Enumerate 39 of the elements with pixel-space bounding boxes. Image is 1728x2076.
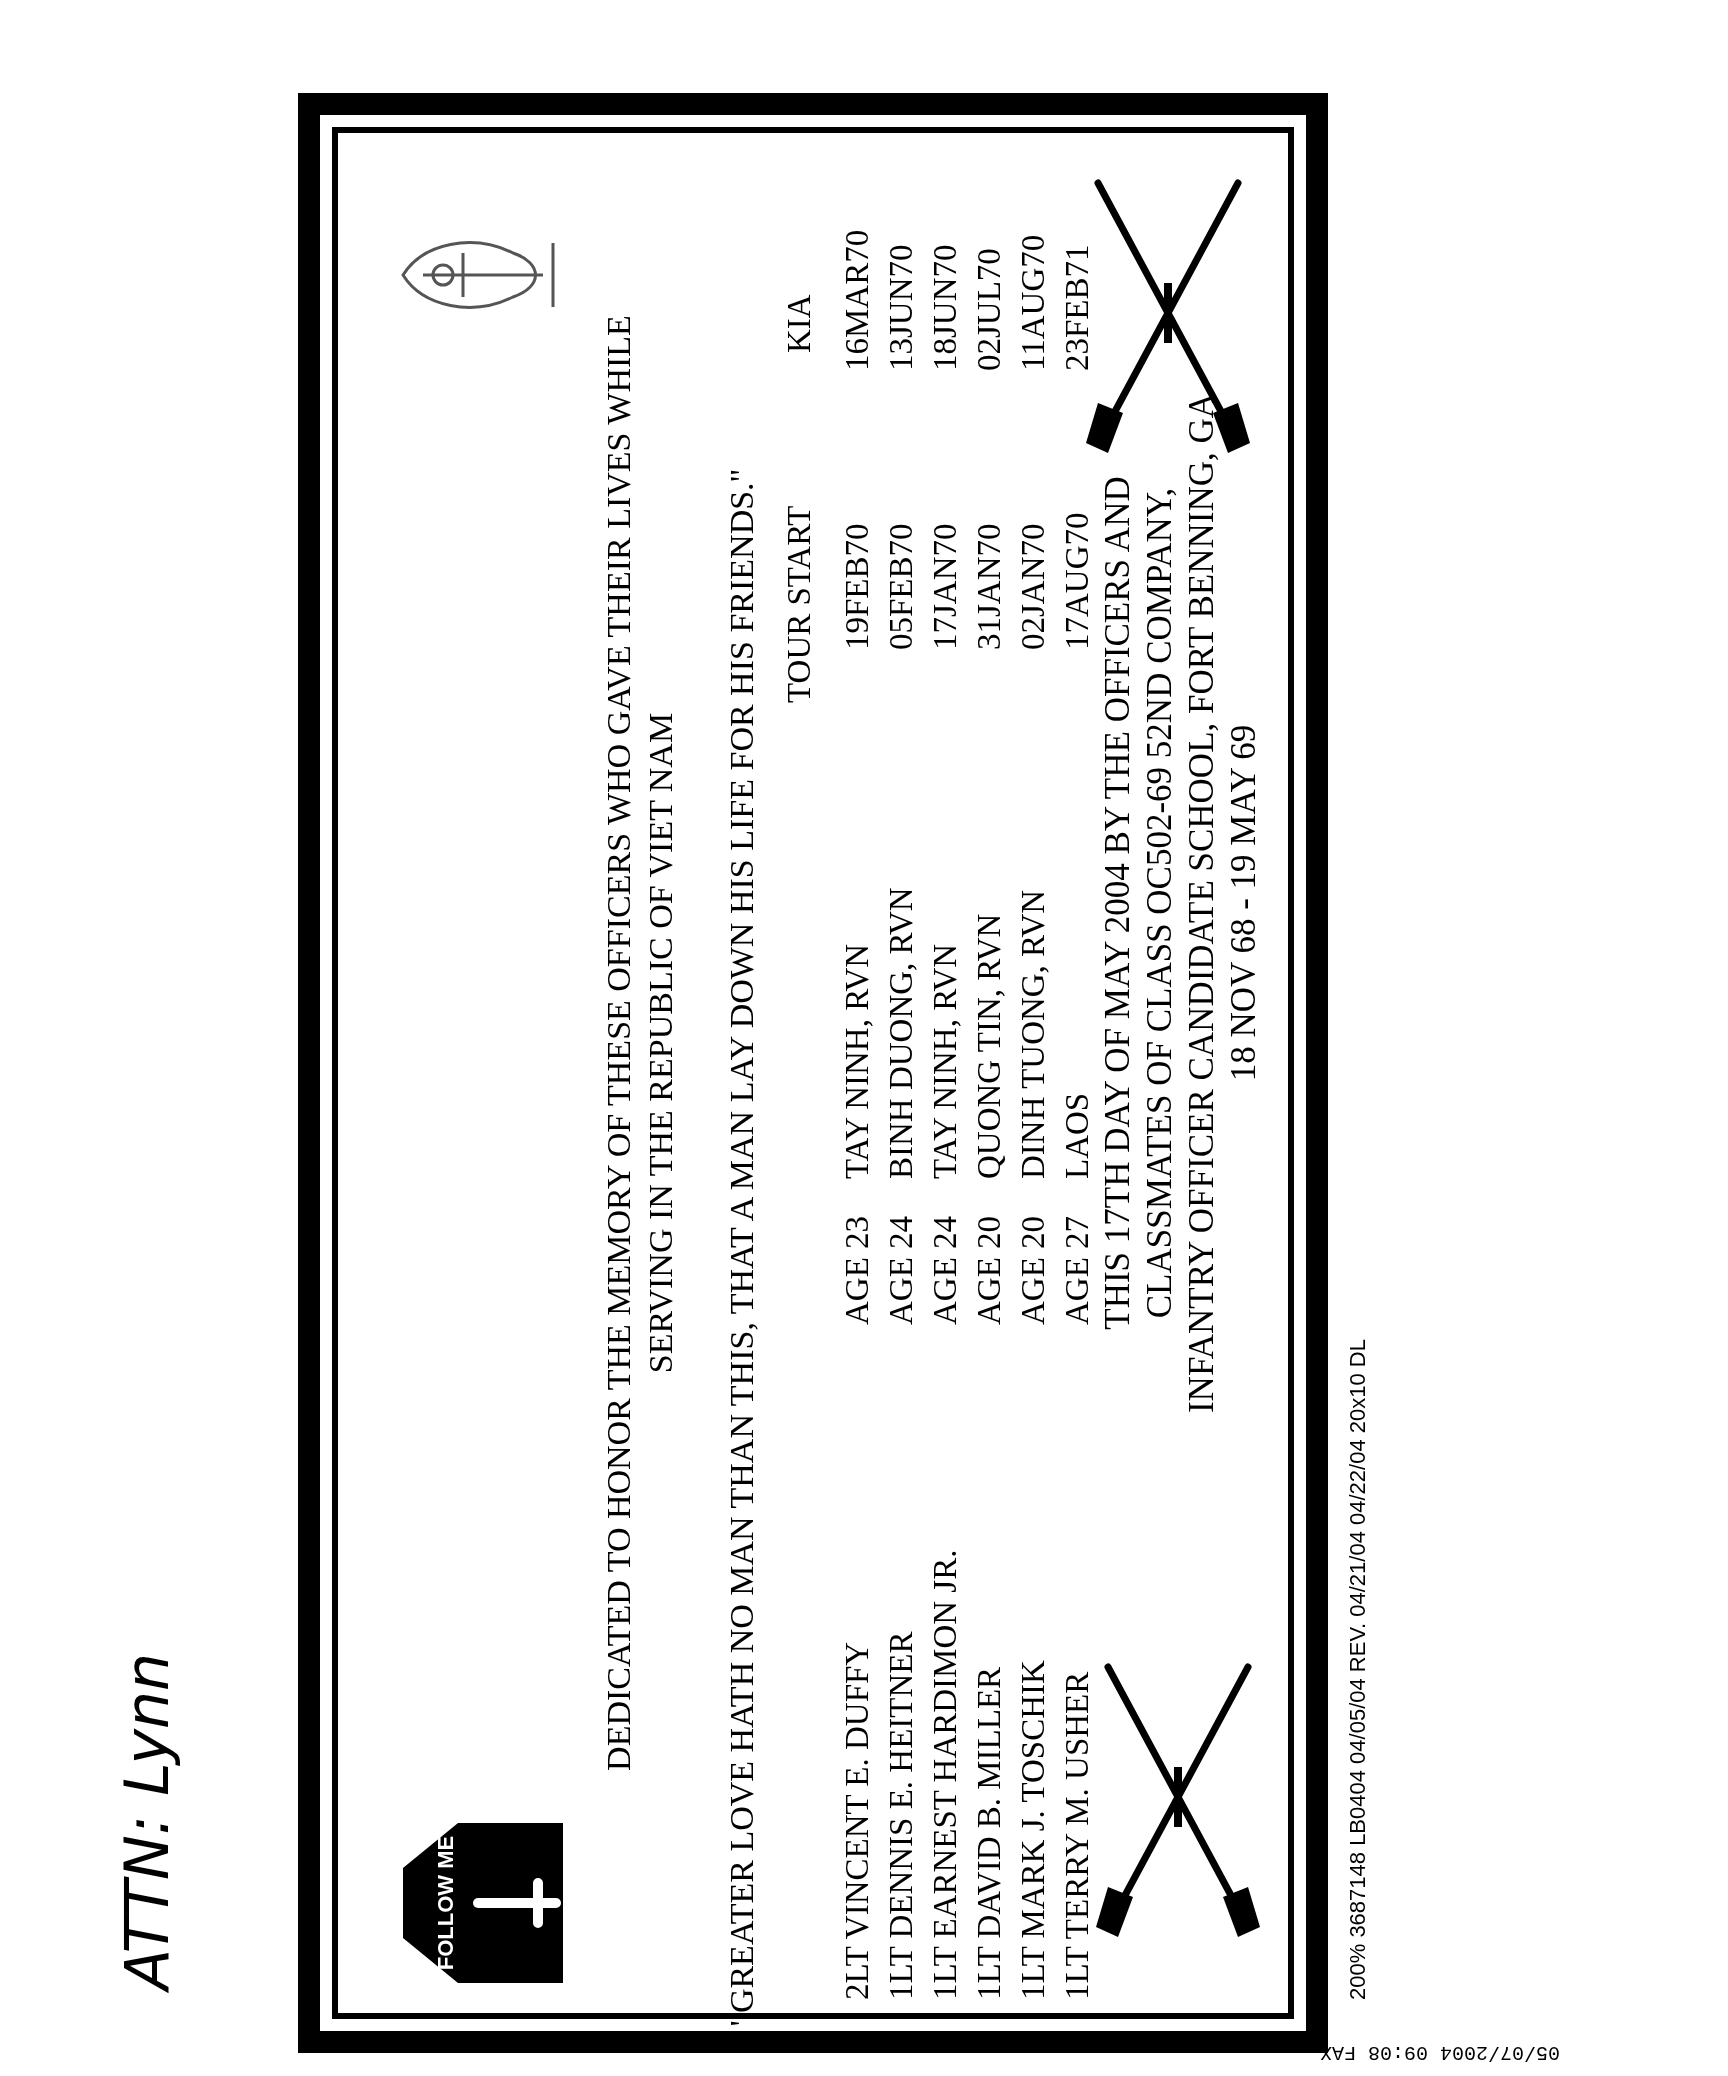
dedication-line: INFANTRY OFFICER CANDIDATE SCHOOL, FORT BENNING, GA — [1182, 391, 1222, 1416]
table-cell: 17AUG70 — [1058, 512, 1096, 650]
dedication-line: CLASSMATES OF CLASS OC502-69 52ND COMPANY, — [1140, 486, 1180, 1321]
dedication-heading: DEDICATED TO HONOR THE MEMORY OF THESE OFFICERS WHO GAVE THEIR LIVES WHILE SERVING IN THE REPUBLIC OF VIET NAM — [599, 314, 680, 1773]
table-cell: 02JAN70 — [1014, 523, 1052, 650]
table-cell: QUONG TIN, RVN — [970, 913, 1008, 1179]
table-cell: AGE 24 — [882, 1215, 920, 1325]
table-cell: 1LT DENNIS E. HEITNER — [882, 1631, 920, 2000]
fax-footer-text: 200% 3687148 LB0404 04/05/04 REV. 04/21/04 04/22/04 20x10 DL — [1345, 1339, 1371, 2000]
table-cell: DINH TUONG, RVN — [1014, 889, 1052, 1179]
table-cell: 2LT VINCENT E. DUFFY — [838, 1641, 876, 2000]
table-cell: 02JUL70 — [970, 248, 1008, 371]
table-cell: 23FEB71 — [1058, 244, 1096, 371]
table-cell: TAY NINH, RVN — [838, 943, 876, 1179]
table-cell: AGE 20 — [970, 1215, 1008, 1325]
table-cell: 16MAR70 — [838, 229, 876, 371]
table-cell: 1LT TERRY M. USHER — [1058, 1671, 1096, 2000]
table-cell: 17JAN70 — [926, 523, 964, 650]
table-cell: 18JUN70 — [926, 244, 964, 371]
table-cell: 13JUN70 — [882, 244, 920, 371]
table-cell: 11AUG70 — [1014, 234, 1052, 371]
table-cell: 31JAN70 — [970, 523, 1008, 650]
table-cell: 1LT DAVID B. MILLER — [970, 1666, 1008, 2000]
table-cell: TAY NINH, RVN — [926, 943, 964, 1179]
table-cell: 1LT EARNEST HARDIMON JR. — [926, 1549, 964, 2000]
table-cell: 05FEB70 — [882, 523, 920, 650]
table-cell: 19FEB70 — [838, 523, 876, 650]
table-cell: AGE 27 — [1058, 1215, 1096, 1325]
table-cell: 1LT MARK J. TOSCHIK — [1014, 1660, 1052, 2000]
dedication-line: THIS 17TH DAY OF MAY 2004 BY THE OFFICERS AND — [1098, 475, 1138, 1332]
dedication-line: 18 NOV 68 - 19 MAY 69 — [1224, 723, 1264, 1084]
table-cell: LAOS — [1058, 1092, 1096, 1179]
quotation: "GREATER LOVE HATH NO MAN THAN THIS, THAT A MAN LAY DOWN HIS LIFE FOR HIS FRIENDS." — [723, 468, 761, 2027]
table-cell: AGE 20 — [1014, 1215, 1052, 1325]
column-header: TOUR START — [780, 505, 818, 703]
table-cell: AGE 23 — [838, 1215, 876, 1325]
table-cell: AGE 24 — [926, 1215, 964, 1325]
column-header: KIA — [780, 294, 818, 353]
table-cell: BINH DUONG, RVN — [882, 887, 920, 1179]
